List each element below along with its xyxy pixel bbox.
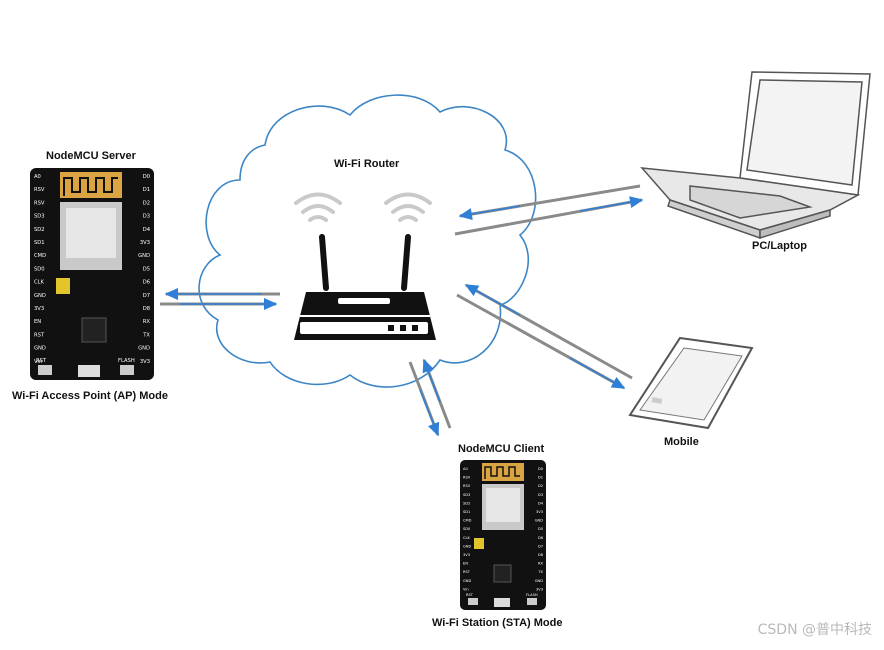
pin-label: A0 [463,467,468,471]
pin-label: D0 [143,174,150,180]
pin-label: D4 [538,501,544,505]
pin-label: RSV [463,484,471,488]
pin-label: D8 [538,553,544,557]
button-label: FLASH [118,358,135,364]
pin-label: EN [34,319,41,325]
nodemcu-server-label: NodeMCU Server [46,150,136,162]
pin-label: SD0 [34,266,45,272]
button-label: FLASH [526,593,538,597]
pin-label: 3V3 [536,510,543,514]
pin-label: GND [535,579,543,583]
pin-label: 3V3 [463,553,470,557]
pin-label: RSV [34,187,45,193]
pin-label: D1 [143,187,150,193]
pin-label: GND [535,519,543,523]
pin-label: SD3 [463,493,470,497]
pin-label: CLK [34,280,45,286]
pin-label: CLK [463,536,471,540]
board-pin-labels: A0RSVRSVSD3SD2SD1CMDSD0CLKGND3V3ENRSTGND… [34,174,544,597]
wifi-router-label: Wi-Fi Router [334,158,400,170]
link-laptop [454,184,644,236]
watermark: CSDN @普中科技 [757,622,872,638]
pin-label: GND [34,293,46,299]
pin-label: GND [138,253,150,259]
pin-label: CMD [463,519,472,523]
pin-label: D3 [143,214,150,220]
pin-label: RX [538,562,543,566]
button-label: RST [36,358,47,364]
pin-label: D6 [143,280,150,286]
pin-label: SD1 [463,510,470,514]
mobile-icon [628,336,754,430]
pin-label: SD3 [34,214,45,220]
pin-label: TX [537,570,543,574]
pin-label: RX [143,319,151,325]
pin-label: D7 [538,544,543,548]
pc-laptop-label: PC/Laptop [752,240,807,252]
pin-label: D1 [538,476,543,480]
pin-label: D4 [143,227,151,233]
pin-label: RSV [34,200,45,206]
pin-label: RSV [463,476,471,480]
pin-label: 3V3 [140,240,150,246]
pin-label: EN [463,562,468,566]
pin-label: A0 [34,174,41,180]
pin-label: GND [138,346,150,352]
pin-label: RST [463,570,471,574]
link-mobile [456,283,633,390]
pin-label: GND [463,579,471,583]
pin-label: SD1 [34,240,45,246]
nodemcu-server-board [30,168,154,380]
nodemcu-client-label: NodeMCU Client [458,443,545,455]
ap-mode-label: Wi-Fi Access Point (AP) Mode [12,390,168,402]
cloud-outline [198,94,537,388]
pin-label: D5 [538,527,543,531]
wifi-signal-icon [294,192,432,222]
pin-label: D6 [538,536,544,540]
pin-label: D0 [538,467,544,471]
router-icon [294,234,436,340]
pin-label: D7 [143,293,150,299]
nodemcu-client-board [460,460,546,610]
pin-label: SD0 [463,527,471,531]
pin-label: CMD [34,253,46,259]
pin-label: Vin [463,587,469,591]
pin-label: D5 [143,266,150,272]
pin-label: 3V3 [140,359,150,365]
pin-label: D2 [538,484,543,488]
pin-label: SD2 [34,227,45,233]
pin-label: D3 [538,493,543,497]
pin-label: SD2 [463,501,470,505]
pin-label: TX [142,332,150,338]
laptop-icon [640,71,871,240]
pin-label: 3V3 [34,306,44,312]
pin-label: RST [34,332,45,338]
pin-label: GND [34,346,46,352]
link-server [160,288,280,310]
sta-mode-label: Wi-Fi Station (STA) Mode [432,617,563,629]
pin-label: GND [463,544,471,548]
link-client [408,358,452,437]
mobile-label: Mobile [664,436,699,448]
button-label: RST [466,593,474,597]
pin-label: Vin [34,359,42,365]
pin-label: 3V3 [536,587,543,591]
pin-label: D8 [143,306,150,312]
pin-label: D2 [143,200,150,206]
